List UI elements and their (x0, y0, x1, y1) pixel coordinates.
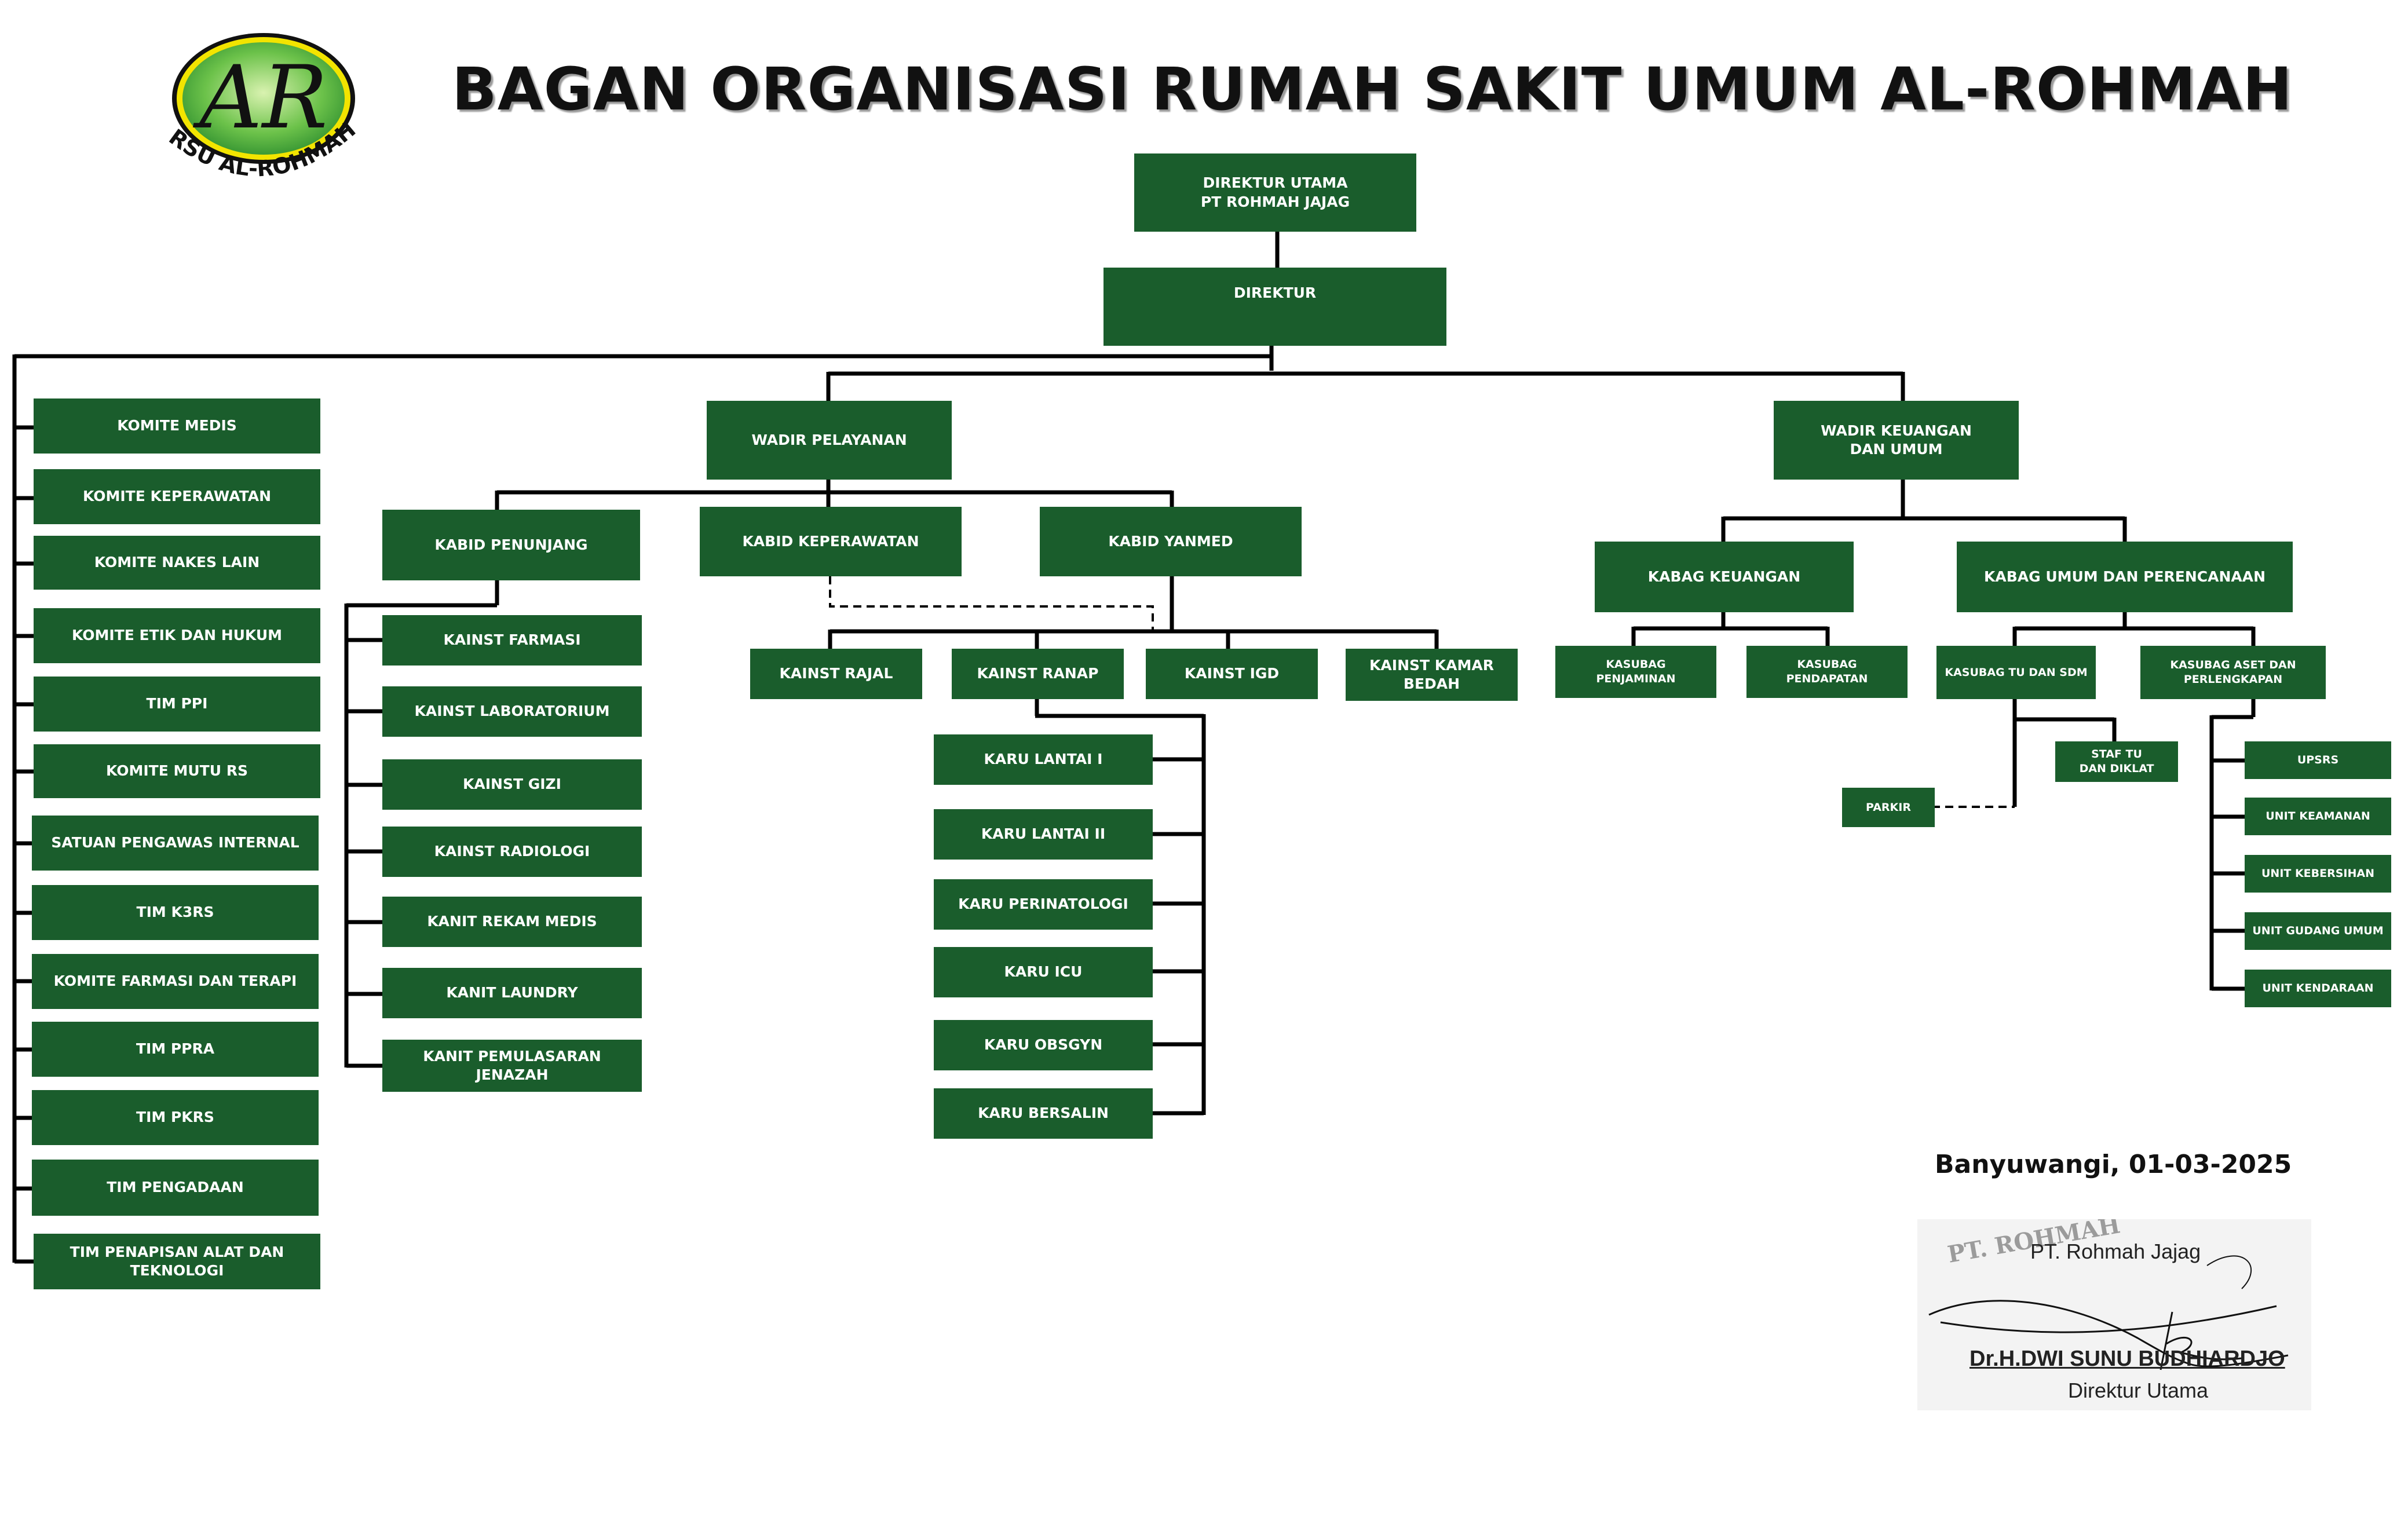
ranap-unit-box: KARU PERINATOLOGI (934, 879, 1153, 930)
kasubag-penjaminan-box: KASUBAG PENJAMINAN (1555, 646, 1716, 698)
parkir-box: PARKIR (1842, 788, 1935, 827)
penunjang-unit-box: KAINST RADIOLOGI (382, 827, 642, 877)
committee-box: TIM PPRA (32, 1022, 319, 1077)
penunjang-unit-box: KANIT LAUNDRY (382, 968, 642, 1018)
signature-position: Direktur Utama (2068, 1379, 2209, 1402)
aset-unit-box: UNIT KEAMANAN (2245, 798, 2391, 835)
committee-box: KOMITE NAKES LAIN (34, 536, 320, 590)
committee-box: TIM PENAPISAN ALAT DAN TEKNOLOGI (34, 1234, 320, 1289)
committee-box: KOMITE ETIK DAN HUKUM (34, 608, 320, 663)
committee-box: KOMITE KEPERAWATAN (34, 469, 320, 524)
penunjang-unit-box: KAINST FARMASI (382, 615, 642, 666)
committee-box: KOMITE FARMASI DAN TERAPI (32, 954, 319, 1009)
page-title: BAGAN ORGANISASI RUMAH SAKIT UMUM AL-ROH… (452, 55, 2293, 124)
yanmed-unit-box: KAINST RANAP (952, 649, 1124, 699)
committee-box: TIM K3RS (32, 885, 319, 940)
committee-box: TIM PKRS (32, 1090, 319, 1145)
signature-name: Dr.H.DWI SUNU BUDHIARDJO (1969, 1347, 2285, 1371)
ranap-unit-box: KARU OBSGYN (934, 1020, 1153, 1070)
ranap-unit-box: KARU BERSALIN (934, 1088, 1153, 1139)
staf-tu-box: STAF TU DAN DIKLAT (2055, 741, 2178, 782)
penunjang-unit-box: KANIT REKAM MEDIS (382, 897, 642, 947)
kabid-yanmed-box: KABID YANMED (1040, 507, 1302, 576)
wadir-pelayanan-box: WADIR PELAYANAN (707, 401, 952, 480)
aset-unit-box: UPSRS (2245, 741, 2391, 779)
penunjang-unit-box: KAINST GIZI (382, 759, 642, 810)
kabid-keperawatan-box: KABID KEPERAWATAN (700, 507, 962, 576)
aset-unit-box: UNIT KEBERSIHAN (2245, 855, 2391, 893)
aset-unit-box: UNIT KENDARAAN (2245, 970, 2391, 1007)
yanmed-unit-box: KAINST KAMAR BEDAH (1346, 649, 1518, 701)
ranap-unit-box: KARU LANTAI II (934, 809, 1153, 860)
kasubag-tu-box: KASUBAG TU DAN SDM (1936, 646, 2096, 699)
yanmed-unit-box: KAINST IGD (1146, 649, 1318, 699)
logo-monogram: AR (192, 47, 327, 148)
committee-box: TIM PENGADAAN (32, 1160, 319, 1216)
ranap-unit-box: KARU LANTAI I (934, 734, 1153, 785)
signature-company: PT. Rohmah Jajag (2030, 1240, 2201, 1263)
yanmed-unit-box: KAINST RAJAL (750, 649, 922, 699)
committee-box: TIM PPI (34, 677, 320, 732)
kabag-keuangan-box: KABAG KEUANGAN (1595, 542, 1854, 612)
direktur-utama-box: DIREKTUR UTAMA PT ROHMAH JAJAG (1134, 153, 1416, 232)
committee-box: KOMITE MUTU RS (34, 744, 320, 798)
kabid-penunjang-box: KABID PENUNJANG (382, 510, 640, 580)
wadir-keuangan-box: WADIR KEUANGAN DAN UMUM (1774, 401, 2019, 480)
committee-box: KOMITE MEDIS (34, 398, 320, 454)
kasubag-aset-box: KASUBAG ASET DAN PERLENGKAPAN (2140, 646, 2326, 699)
place-date: Banyuwangi, 01-03-2025 (1935, 1150, 2292, 1179)
hospital-logo: AR RSU AL-ROHMAH (165, 33, 360, 181)
ranap-unit-box: KARU ICU (934, 947, 1153, 997)
kabag-umum-box: KABAG UMUM DAN PERENCANAAN (1957, 542, 2293, 612)
committee-box: SATUAN PENGAWAS INTERNAL (32, 816, 319, 871)
kasubag-pendapatan-box: KASUBAG PENDAPATAN (1746, 646, 1908, 698)
aset-unit-box: UNIT GUDANG UMUM (2245, 912, 2391, 950)
penunjang-unit-box: KAINST LABORATORIUM (382, 686, 642, 737)
signature-stamp: PT. ROHMAH (1917, 1219, 2311, 1410)
penunjang-unit-box: KANIT PEMULASARAN JENAZAH (382, 1040, 642, 1092)
direktur-box: DIREKTUR (1103, 268, 1446, 346)
